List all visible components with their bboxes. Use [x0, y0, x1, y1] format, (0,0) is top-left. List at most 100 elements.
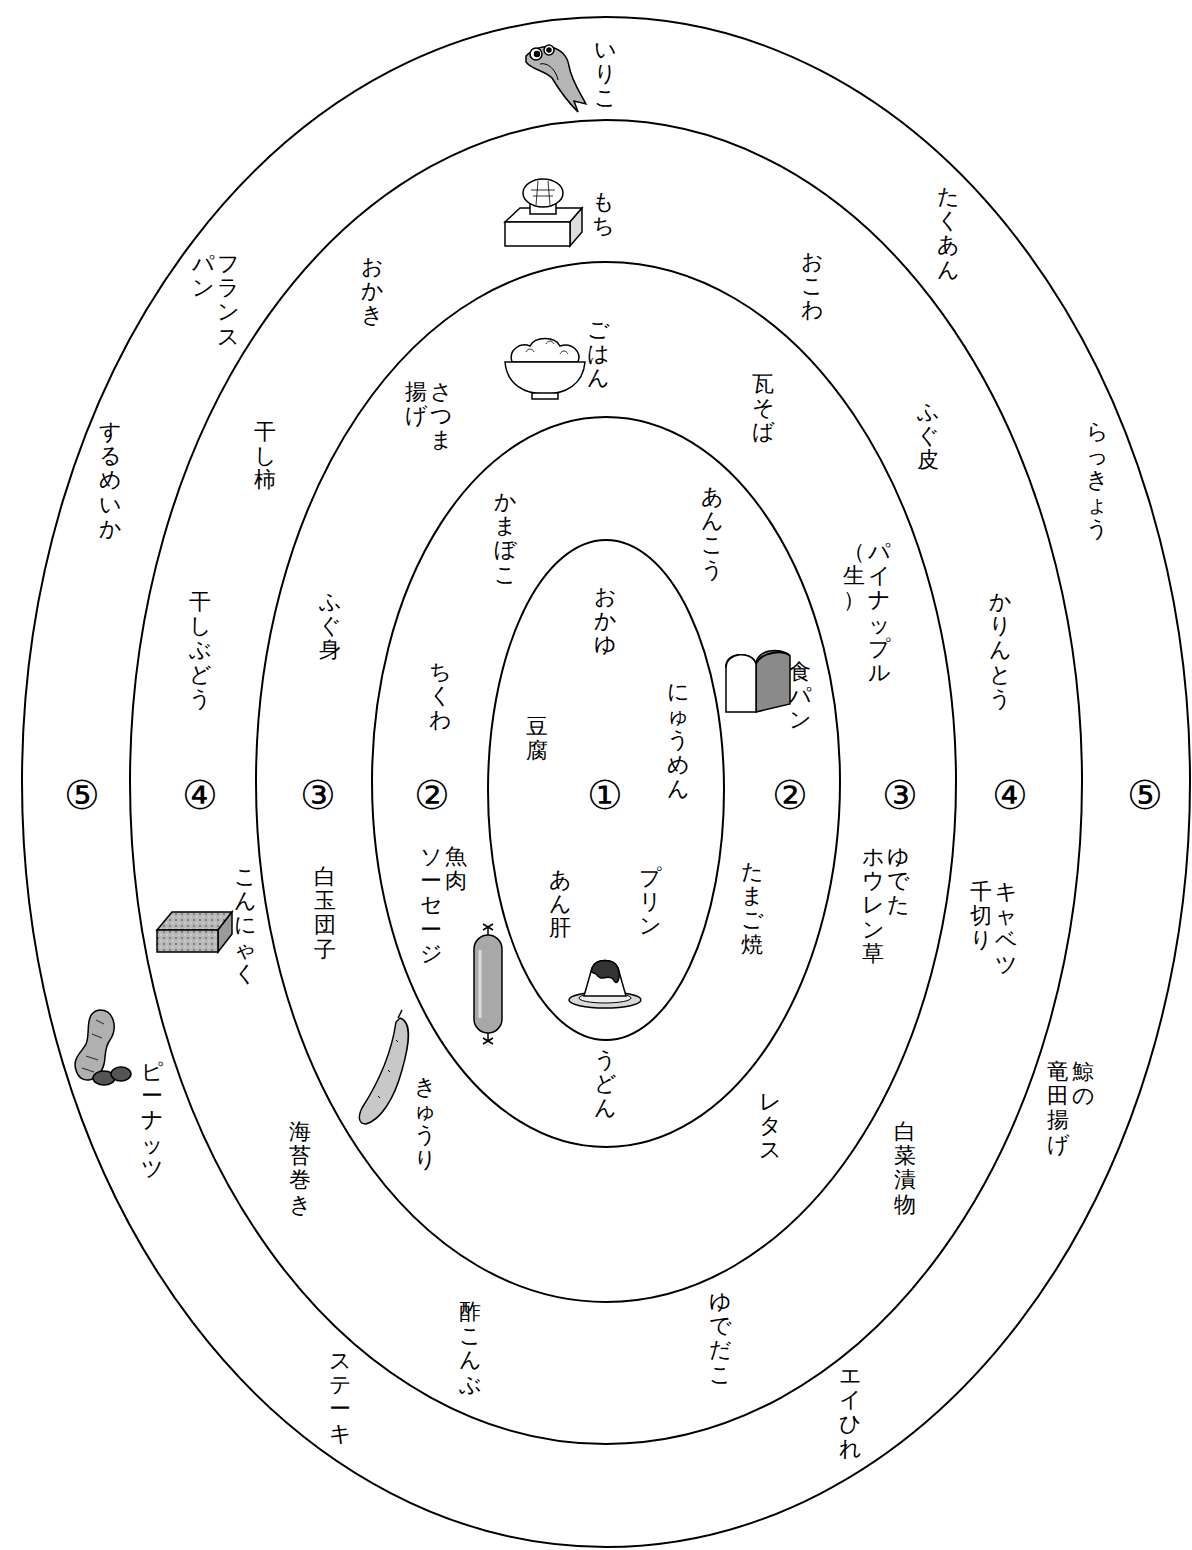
- food-name: かりんとう: [989, 590, 1011, 711]
- food-name: 酢こんぶ: [459, 1300, 481, 1397]
- food-name: ゆでた ホウレン草: [862, 845, 909, 966]
- text-column: かりんとう: [989, 590, 1011, 711]
- food-name: 食パン: [789, 660, 811, 733]
- text-column: たまご焼: [741, 860, 763, 957]
- food-name: エイひれ: [839, 1364, 861, 1461]
- ring-number: ③: [882, 775, 918, 815]
- peanut-picture: [75, 1010, 131, 1085]
- food-name: うどん: [594, 1048, 616, 1121]
- text-column: おかゆ: [594, 585, 616, 658]
- ring-ellipse: [256, 262, 956, 1302]
- food-name: ふぐ身: [319, 590, 341, 663]
- text-column: おこわ: [801, 250, 823, 323]
- text-column: ステーキ: [329, 1349, 351, 1446]
- text-column: もち: [592, 190, 614, 238]
- ring-number: ④: [992, 775, 1028, 815]
- food-name: フランス パン: [192, 252, 239, 349]
- text-column: あん肝: [549, 868, 571, 941]
- rice-bowl-picture: [505, 339, 585, 400]
- food-name: ごはん: [587, 318, 609, 391]
- food-name: らっきょう: [1086, 420, 1108, 541]
- text-column: 白菜漬物: [894, 1120, 916, 1217]
- text-column: ゆでた: [887, 845, 909, 918]
- text-column: 竜田揚げ: [1047, 1060, 1069, 1157]
- food-name: 豆腐: [526, 715, 548, 763]
- ring-number: ③: [300, 775, 336, 815]
- text-column: 千切り: [970, 880, 992, 953]
- ring-band: いりこたくあんフランス パンするめいからっきょう⑤⑤鯨の 竜田揚げピーナッツステ…: [19, 14, 1192, 1550]
- text-column: ごはん: [587, 318, 609, 391]
- bread-picture: [726, 650, 790, 712]
- pudding-picture: [569, 961, 641, 1009]
- text-column: 白玉団子: [314, 865, 336, 962]
- food-name: あん肝: [549, 868, 571, 941]
- food-name: たまご焼: [741, 860, 763, 957]
- text-column: らっきょう: [1086, 420, 1108, 541]
- text-column: ソーセージ: [420, 845, 442, 966]
- ring-band: ごはんさつま 揚げ瓦そばふぐ身パイナップル （生）③③ゆでた ホウレン草白玉団子…: [253, 259, 959, 1305]
- ring-ellipse: [130, 120, 1082, 1444]
- text-column: 酢こんぶ: [459, 1300, 481, 1397]
- ring-ellipse: [488, 540, 724, 1040]
- text-column: 豆腐: [526, 715, 548, 763]
- ring-band: もちおかきおこわ干し柿ふぐ皮干しぶどうかりんとう④④こんにゃくキャベツ 千切り海…: [127, 117, 1085, 1447]
- text-column: こんにゃく: [234, 865, 256, 986]
- food-name: パイナップル （生）: [843, 540, 890, 685]
- text-column: 魚肉: [445, 845, 467, 893]
- text-column: フランス: [217, 252, 239, 349]
- text-column: 食パン: [789, 660, 811, 733]
- food-name: ふぐ皮: [917, 400, 939, 473]
- text-column: うどん: [594, 1048, 616, 1121]
- text-column: するめいか: [99, 420, 121, 541]
- food-name: ピーナッツ: [141, 1060, 163, 1181]
- food-name: するめいか: [99, 420, 121, 541]
- ring-number: ②: [772, 775, 808, 815]
- food-name: おこわ: [801, 250, 823, 323]
- food-name: こんにゃく: [234, 865, 256, 986]
- text-column: プリン: [639, 866, 661, 939]
- konnyaku-picture: [157, 912, 232, 952]
- ring-number: ④: [182, 775, 218, 815]
- food-name: ステーキ: [329, 1349, 351, 1446]
- text-column: （生）: [843, 540, 865, 613]
- food-name: 白菜漬物: [894, 1120, 916, 1217]
- food-name: 海苔巻き: [289, 1120, 311, 1217]
- ring-ellipse: [372, 417, 840, 1147]
- text-column: ふぐ身: [319, 590, 341, 663]
- text-column: パイナップル: [868, 540, 890, 685]
- food-name: キャベツ 千切り: [970, 880, 1017, 977]
- text-column: エイひれ: [839, 1364, 861, 1461]
- ring-band: おかゆにゅうめん豆腐①あん肝プリン: [485, 537, 727, 1043]
- food-name: かまぼこ: [494, 490, 516, 587]
- ring-number: ⑤: [1127, 775, 1163, 815]
- text-column: 干しぶどう: [189, 590, 211, 711]
- food-name: いりこ: [594, 38, 616, 111]
- ring-ellipse: [22, 17, 1190, 1547]
- text-column: かまぼこ: [494, 490, 516, 587]
- food-name: おかゆ: [594, 585, 616, 658]
- food-name: さつま 揚げ: [405, 380, 452, 453]
- text-column: パン: [192, 252, 214, 300]
- ring-number: ①: [587, 775, 623, 815]
- food-name: おかき: [361, 255, 383, 328]
- text-column: ピーナッツ: [141, 1060, 163, 1181]
- text-column: ふぐ皮: [917, 400, 939, 473]
- ring-band: かまぼこあんこうちくわ食パン②②魚肉 ソーセージたまご焼うどんおかゆにゅうめん豆…: [369, 414, 843, 1150]
- food-name: レタス: [759, 1090, 781, 1163]
- text-column: 海苔巻き: [289, 1120, 311, 1217]
- food-name: 白玉団子: [314, 865, 336, 962]
- food-name: 干しぶどう: [189, 590, 211, 711]
- text-column: ゆでだこ: [709, 1290, 731, 1387]
- cucumber-picture: [359, 1010, 408, 1124]
- ring-number: ⑤: [64, 775, 100, 815]
- text-column: たくあん: [937, 185, 959, 282]
- text-column: キャベツ: [995, 880, 1017, 977]
- text-column: おかき: [361, 255, 383, 328]
- text-column: さつま: [430, 380, 452, 453]
- food-name: プリン: [639, 866, 661, 939]
- mochi-picture: [505, 179, 582, 246]
- food-name: ゆでだこ: [709, 1290, 731, 1387]
- text-column: レタス: [759, 1090, 781, 1163]
- sardine-picture: [526, 45, 586, 112]
- food-name: たくあん: [937, 185, 959, 282]
